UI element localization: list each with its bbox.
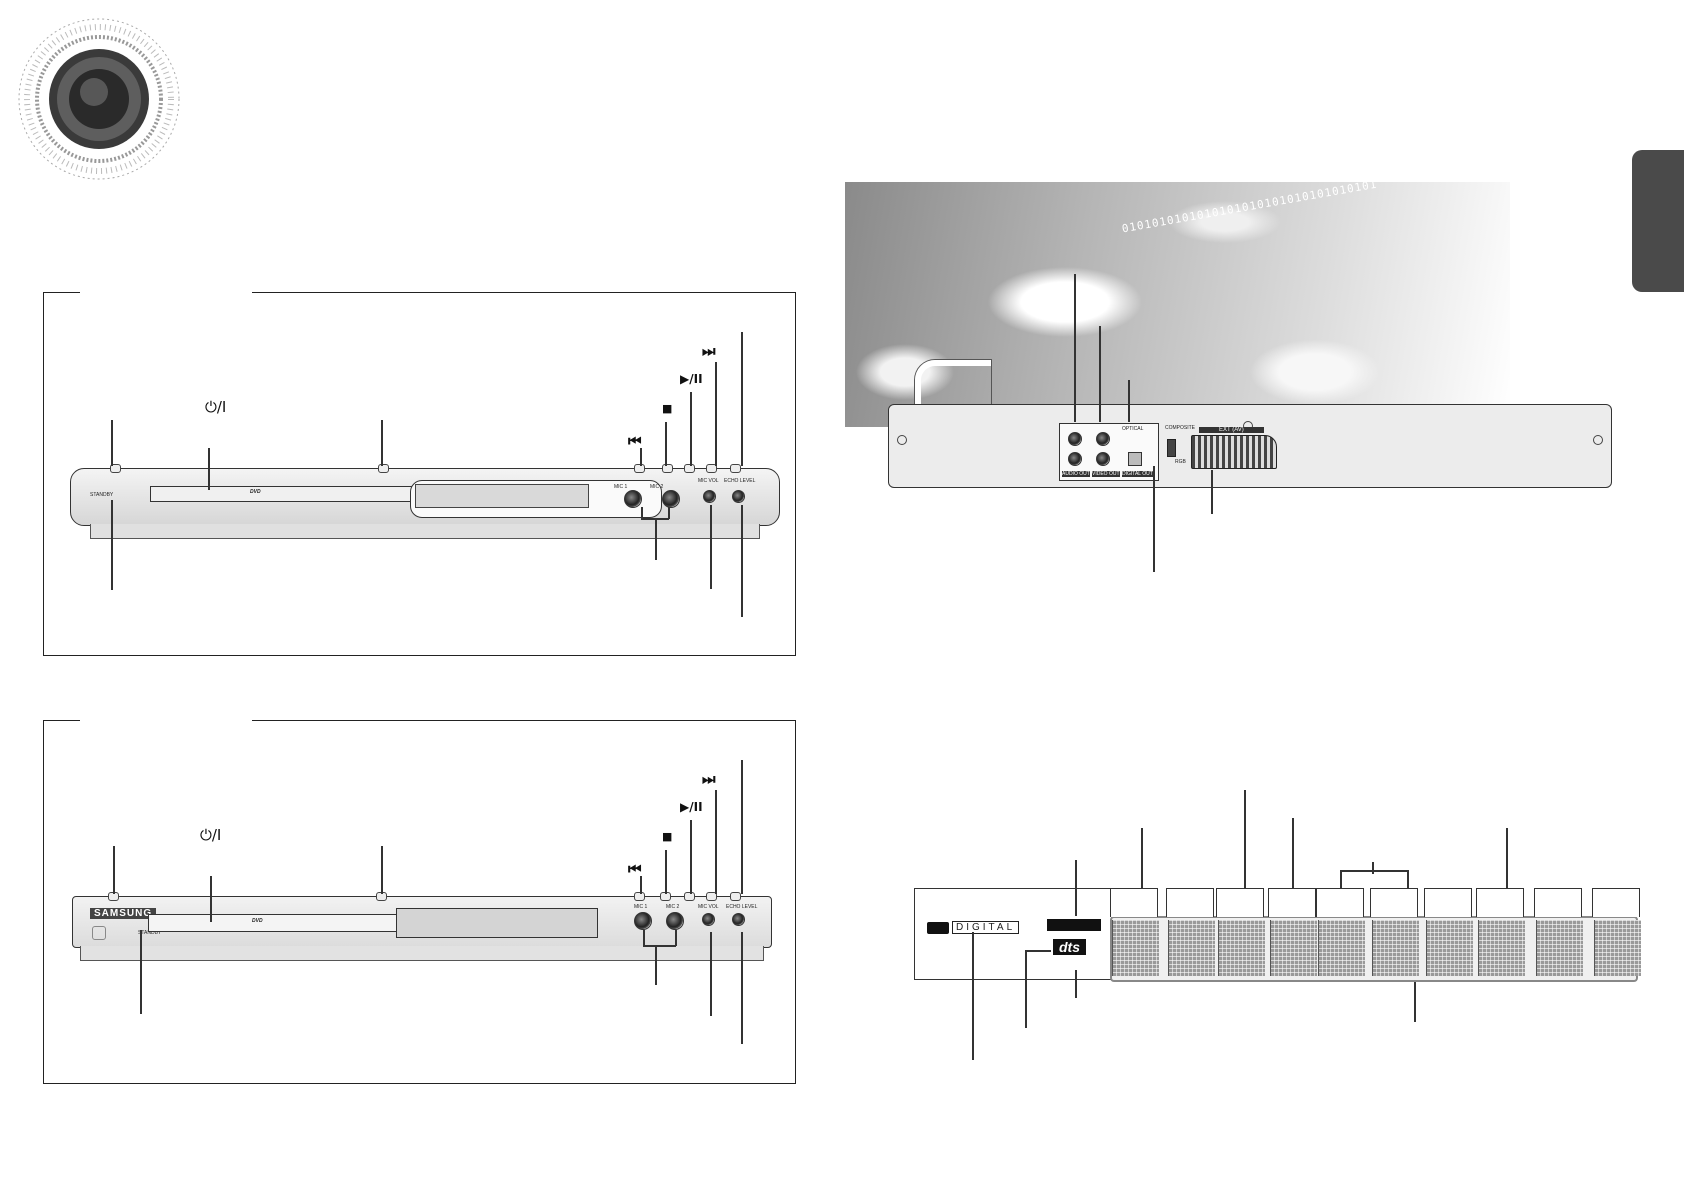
video-out-jack-2[interactable] <box>1096 452 1110 466</box>
dvd-logo-2: DVD <box>252 918 263 924</box>
optical-label: OPTICAL <box>1122 426 1144 432</box>
screw-right <box>1593 435 1603 445</box>
display-digit-cap <box>1424 888 1472 917</box>
display-digit <box>1112 920 1159 976</box>
mic2-jack-2[interactable] <box>666 912 684 930</box>
display-digit-cap <box>1592 888 1640 917</box>
play-pause-button-2[interactable] <box>684 892 695 901</box>
mic1-label: MIC 1 <box>614 484 628 490</box>
standby-label: STANDBY <box>90 492 114 498</box>
display-digit-cap <box>1166 888 1214 917</box>
display-digit-cap <box>1370 888 1418 917</box>
mic1-jack[interactable] <box>624 490 642 508</box>
echo-level-label: ECHO LEVEL <box>724 478 756 484</box>
stop-icon-2: ■ <box>662 830 673 843</box>
dvd-logo: DVD <box>250 489 261 495</box>
display-digit-cap <box>1110 888 1158 917</box>
mic2-label-2: MIC 2 <box>666 904 680 910</box>
video-out-label: VIDEO OUT <box>1092 471 1120 477</box>
mic-vol-knob[interactable] <box>703 490 716 503</box>
ext-av-label: EXT (AV) <box>1199 427 1264 433</box>
display-digit <box>1536 920 1583 976</box>
mic1-label-2: MIC 1 <box>634 904 648 910</box>
composite-rgb-switch[interactable] <box>1167 439 1176 457</box>
screw-left <box>897 435 907 445</box>
mic-vol-label-2: MIC VOL <box>698 904 719 910</box>
echo-level-label-2: ECHO LEVEL <box>726 904 758 910</box>
display-digit <box>1372 920 1419 976</box>
echo-level-knob[interactable] <box>732 490 745 503</box>
power-led <box>92 926 106 940</box>
stop-button[interactable] <box>662 464 673 473</box>
jack-block: OPTICAL AUDIO OUT VIDEO OUT DIGITAL OUT <box>1059 423 1159 481</box>
display-left-box: DIGITAL dts <box>914 888 1112 980</box>
echo-button[interactable] <box>730 464 741 473</box>
audio-out-r-jack[interactable] <box>1068 452 1082 466</box>
dvd-player-front-1: DVD STANDBY MIC 1 MIC 2 MIC VOL ECHO LEV… <box>70 464 780 539</box>
power-icon: ⏻/I <box>205 398 227 416</box>
dolby-icon <box>927 921 949 934</box>
display-digits <box>1110 888 1641 982</box>
disc-tray <box>150 486 442 502</box>
power-button[interactable] <box>110 464 121 473</box>
display-digit <box>1594 920 1641 976</box>
prev-button[interactable] <box>634 464 645 473</box>
display-digit-cap <box>1316 888 1364 917</box>
display-digit <box>1270 920 1317 976</box>
display-digit <box>1218 920 1265 976</box>
indicator-bar <box>1047 919 1101 931</box>
display-digit-cap <box>1476 888 1524 917</box>
open-close-button[interactable] <box>378 464 389 473</box>
next-icon: ⏭ <box>702 342 716 360</box>
audio-out-label: AUDIO OUT <box>1062 471 1090 477</box>
display-digit-cap <box>1268 888 1316 917</box>
dts-logo: dts <box>1053 939 1086 955</box>
display-window-2 <box>396 908 598 938</box>
standby-label-2: STANDBY <box>138 930 162 936</box>
prev-icon: ⏮ <box>628 432 642 450</box>
section-tab <box>1632 150 1684 292</box>
digital-out-label: DIGITAL OUT <box>1122 471 1153 477</box>
play-pause-icon-2: ▶/II <box>680 800 703 814</box>
power-icon-2: ⏻/I <box>200 826 222 844</box>
cloud-background <box>845 182 1510 427</box>
rgb-label: RGB <box>1175 459 1186 465</box>
echo-button-2[interactable] <box>730 892 741 901</box>
prev-button-2[interactable] <box>634 892 645 901</box>
display-digit <box>1478 920 1525 976</box>
dvd-player-front-2: SAMSUNG STANDBY DVD MIC 1 MIC 2 MIC VOL … <box>72 892 772 964</box>
next-icon-2: ⏭ <box>702 770 716 788</box>
optical-jack[interactable] <box>1128 452 1142 466</box>
mic1-jack-2[interactable] <box>634 912 652 930</box>
play-pause-button[interactable] <box>684 464 695 473</box>
composite-label: COMPOSITE <box>1165 425 1196 431</box>
mic-vol-label: MIC VOL <box>698 478 719 484</box>
dolby-digital-logo: DIGITAL <box>927 921 1020 934</box>
next-button-2[interactable] <box>706 892 717 901</box>
play-pause-icon: ▶/II <box>680 372 703 386</box>
display-digit <box>1426 920 1473 976</box>
mic2-jack[interactable] <box>662 490 680 508</box>
dolby-digital-text: DIGITAL <box>952 921 1020 934</box>
audio-out-l-jack[interactable] <box>1068 432 1082 446</box>
next-button[interactable] <box>706 464 717 473</box>
display-digit-cap <box>1216 888 1264 917</box>
mic2-label: MIC 2 <box>650 484 664 490</box>
display-digit <box>1318 920 1365 976</box>
mic-vol-knob-2[interactable] <box>702 913 715 926</box>
scart-connector[interactable] <box>1191 435 1277 469</box>
echo-level-knob-2[interactable] <box>732 913 745 926</box>
video-out-jack[interactable] <box>1096 432 1110 446</box>
brand-logo: SAMSUNG <box>90 908 157 919</box>
prev-icon-2: ⏮ <box>628 860 642 878</box>
stop-icon: ■ <box>662 402 673 415</box>
display-digit-cap <box>1534 888 1582 917</box>
display-digit <box>1168 920 1215 976</box>
power-cord <box>915 360 991 416</box>
dvd-player-rear: OPTICAL AUDIO OUT VIDEO OUT DIGITAL OUT … <box>888 404 1612 488</box>
speaker-logo <box>14 14 184 184</box>
